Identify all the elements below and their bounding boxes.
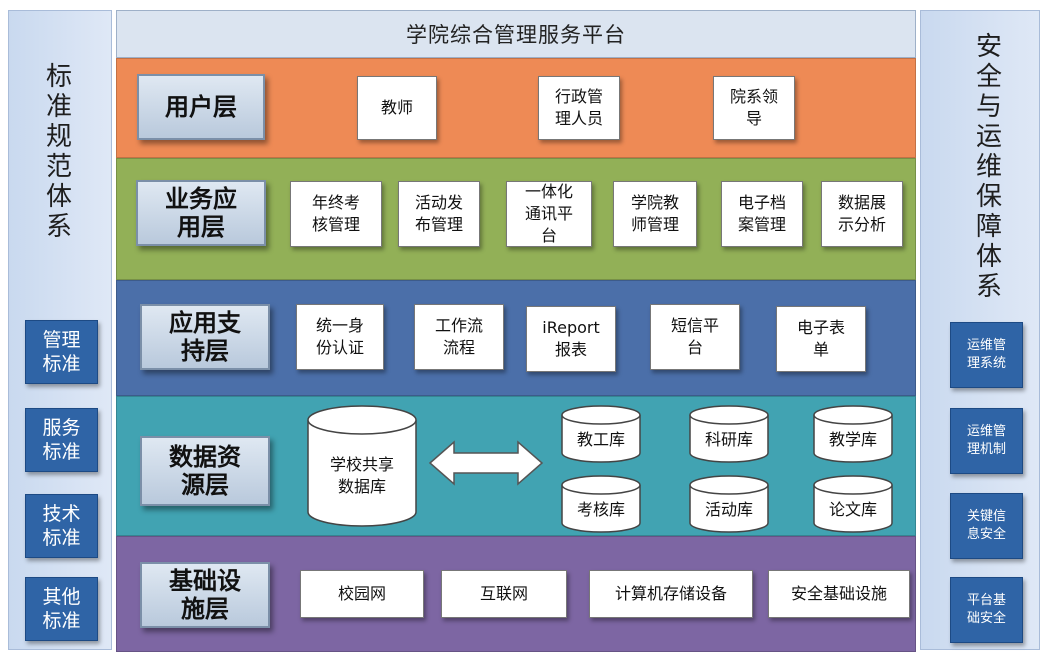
business-layer-label: 业务应 用层: [136, 180, 266, 246]
db-activities-label: 活动库: [704, 500, 753, 519]
db-activities-cylinder: [689, 475, 769, 533]
db-activities[interactable]: 活动库: [688, 474, 770, 534]
db-research-label: 科研库: [704, 430, 753, 449]
user-dept-leaders[interactable]: 院系领 导: [713, 76, 795, 140]
support-workflow[interactable]: 工作流 流程: [414, 304, 504, 370]
standard-service[interactable]: 服务 标准: [25, 408, 98, 472]
db-staff-label: 教工库: [576, 430, 625, 449]
security-ops-heading: 安 全 与 运 维 保 障 体 系: [975, 32, 1004, 302]
standard-management[interactable]: 管理 标准: [25, 320, 98, 384]
platform-title: 学院综合管理服务平台: [116, 10, 916, 58]
double-arrow-icon: [428, 440, 544, 486]
standard-technical[interactable]: 技术 标准: [25, 494, 98, 558]
biz-e-archives[interactable]: 电子档 案管理: [721, 181, 803, 247]
db-assessment-label: 考核库: [576, 500, 625, 519]
support-sso[interactable]: 统一身 份认证: [296, 304, 384, 370]
ops-management-system[interactable]: 运维管 理系统: [950, 322, 1023, 388]
infra-security-facilities[interactable]: 安全基础设施: [768, 570, 910, 618]
db-staff[interactable]: 教工库: [560, 404, 642, 464]
db-papers-cylinder: [813, 475, 893, 533]
biz-event-publishing[interactable]: 活动发 布管理: [398, 181, 480, 247]
user-admin-staff[interactable]: 行政管 理人员: [538, 76, 620, 140]
db-teaching-cylinder: [813, 405, 893, 463]
support-layer-label: 应用支 持层: [140, 304, 270, 370]
infra-internet[interactable]: 互联网: [441, 570, 567, 618]
shared-database-label: 学校共享 数据库: [329, 455, 394, 496]
db-research[interactable]: 科研库: [688, 404, 770, 464]
ops-management-mechanism[interactable]: 运维管 理机制: [950, 408, 1023, 474]
biz-faculty-management[interactable]: 学院教 师管理: [613, 181, 697, 247]
infra-campus-network[interactable]: 校园网: [300, 570, 424, 618]
db-teaching[interactable]: 教学库: [812, 404, 894, 464]
data-layer-label: 数据资 源层: [140, 436, 270, 506]
db-teaching-label: 教学库: [828, 430, 877, 449]
db-assessment-cylinder: [561, 475, 641, 533]
biz-unified-messaging[interactable]: 一体化 通讯平 台: [506, 181, 592, 247]
shared-database[interactable]: 学校共享 数据库: [306, 404, 418, 528]
db-papers-label: 论文库: [828, 500, 877, 519]
db-research-cylinder: [689, 405, 769, 463]
user-teacher[interactable]: 教师: [357, 76, 437, 140]
support-sms-platform[interactable]: 短信平 台: [650, 304, 740, 370]
infra-storage-devices[interactable]: 计算机存储设备: [589, 570, 753, 618]
support-e-forms[interactable]: 电子表 单: [776, 306, 866, 372]
standard-other[interactable]: 其他 标准: [25, 577, 98, 641]
infra-layer-label: 基础设 施层: [140, 562, 270, 628]
biz-annual-assessment[interactable]: 年终考 核管理: [290, 181, 382, 247]
key-info-security[interactable]: 关键信 息安全: [950, 493, 1023, 559]
platform-base-security[interactable]: 平台基 础安全: [950, 577, 1023, 643]
user-layer-label: 用户层: [137, 74, 265, 140]
shared-database-cylinder: [307, 405, 417, 527]
biz-data-analytics[interactable]: 数据展 示分析: [821, 181, 903, 247]
db-staff-cylinder: [561, 405, 641, 463]
db-papers[interactable]: 论文库: [812, 474, 894, 534]
standards-heading: 标 准 规 范 体 系: [45, 62, 74, 242]
support-ireport[interactable]: iReport 报表: [526, 306, 616, 372]
db-assessment[interactable]: 考核库: [560, 474, 642, 534]
